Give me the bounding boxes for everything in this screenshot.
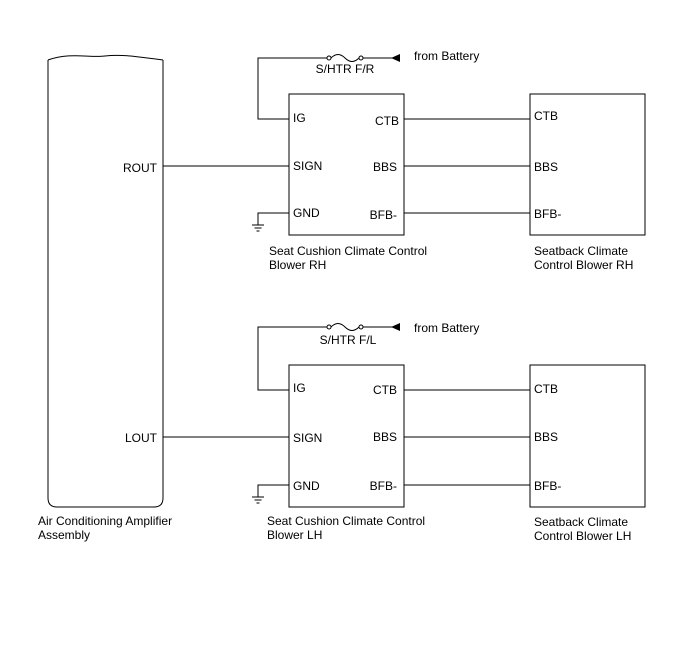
rh-ground-icon xyxy=(252,224,264,232)
lh-cushion-pin-bfb: BFB- xyxy=(370,479,397,493)
rh-cushion-pin-bbs: BBS xyxy=(373,160,397,174)
rh-cushion-blower-box xyxy=(288,93,405,236)
rh-seatback-blower-box xyxy=(529,93,646,236)
rh-cushion-name-line1: Seat Cushion Climate Control xyxy=(269,244,427,258)
lh-cushion-pin-ig: IG xyxy=(293,381,306,395)
rh-source-label: from Battery xyxy=(414,49,479,63)
lh-cushion-blower-box xyxy=(288,364,405,508)
rh-source-arrow-icon xyxy=(391,54,400,62)
lh-cushion-name-line1: Seat Cushion Climate Control xyxy=(267,514,425,528)
lh-seatback-name-line1: Seatback Climate xyxy=(534,515,628,529)
rh-cushion-pin-ctb: CTB xyxy=(375,114,399,128)
rh-circuit: from Battery S/HTR F/R IG SIGN GND CTB B… xyxy=(163,49,646,272)
lh-seatback-pin-bfb: BFB- xyxy=(534,479,561,493)
rh-seatback-name-line2: Control Blower RH xyxy=(534,258,633,272)
amplifier-wavy-top xyxy=(47,54,164,61)
lh-cushion-pin-ctb: CTB xyxy=(373,383,397,397)
lh-source-arrow-icon xyxy=(391,323,400,331)
lh-source-label: from Battery xyxy=(414,321,479,335)
amplifier-name-line1: Air Conditioning Amplifier xyxy=(38,514,172,528)
lh-fuse-terminal-right xyxy=(358,324,364,330)
rh-seatback-name-line1: Seatback Climate xyxy=(534,244,628,258)
rh-ig-wire xyxy=(257,57,327,120)
rh-fuse-symbol xyxy=(330,54,360,62)
rh-cushion-name-line2: Blower RH xyxy=(269,258,326,272)
rh-cushion-pin-ig: IG xyxy=(293,111,306,125)
lh-fuse-label: S/HTR F/L xyxy=(320,333,377,347)
amplifier-name-line2: Assembly xyxy=(38,528,90,542)
lh-ground-icon xyxy=(252,496,264,504)
rh-seatback-pin-bfb: BFB- xyxy=(534,207,561,221)
amplifier-outline xyxy=(47,60,164,508)
amplifier-pin-lout: LOUT xyxy=(125,431,158,445)
lh-seatback-pin-ctb: CTB xyxy=(534,382,558,396)
lh-cushion-pin-sign: SIGN xyxy=(293,431,322,445)
rh-fuse-label: S/HTR F/R xyxy=(316,62,375,76)
rh-cushion-pin-gnd: GND xyxy=(293,206,320,220)
lh-seatback-blower-box xyxy=(529,364,646,508)
rh-seatback-pin-ctb: CTB xyxy=(534,109,558,123)
amplifier-assembly: ROUT LOUT Air Conditioning Amplifier Ass… xyxy=(38,54,172,542)
lh-fuse-symbol xyxy=(330,323,360,331)
rh-cushion-pin-sign: SIGN xyxy=(293,159,322,173)
lh-fuse-terminal-left xyxy=(326,324,332,330)
lh-ig-wire xyxy=(257,326,327,391)
rh-ground-wire xyxy=(257,212,289,225)
rh-cushion-pin-bfb: BFB- xyxy=(370,208,397,222)
lh-circuit: from Battery S/HTR F/L IG SIGN GND CTB B… xyxy=(163,321,646,543)
lh-ground-wire xyxy=(257,484,289,497)
lh-seatback-name-line2: Control Blower LH xyxy=(534,529,631,543)
rh-fuse-terminal-right xyxy=(358,55,364,61)
amplifier-pin-rout: ROUT xyxy=(123,161,158,175)
rh-seatback-pin-bbs: BBS xyxy=(534,160,558,174)
lh-cushion-name-line2: Blower LH xyxy=(267,528,322,542)
lh-seatback-pin-bbs: BBS xyxy=(534,430,558,444)
rh-fuse-terminal-left xyxy=(326,55,332,61)
lh-cushion-pin-gnd: GND xyxy=(293,479,320,493)
lh-cushion-pin-bbs: BBS xyxy=(373,430,397,444)
